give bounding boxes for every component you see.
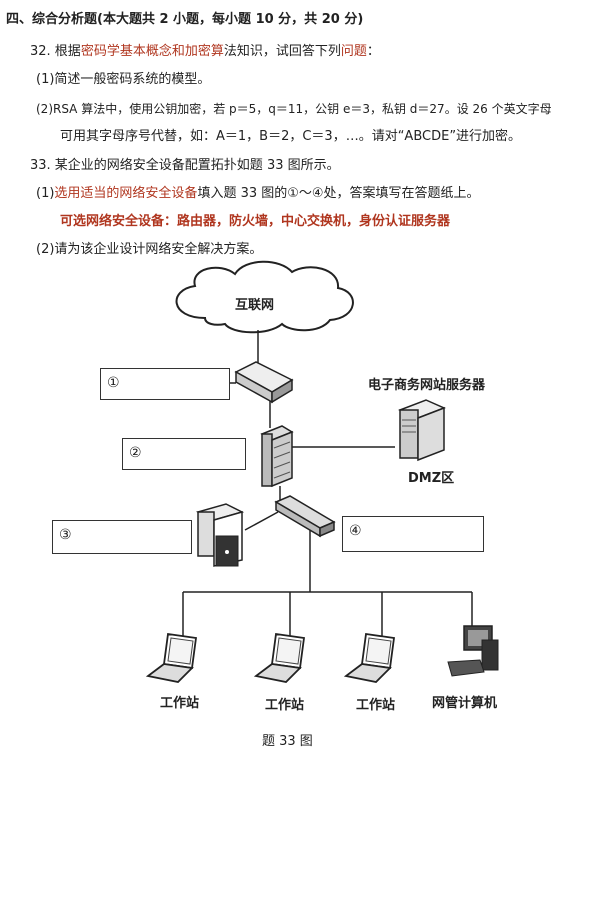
admin-computer-icon xyxy=(447,625,499,677)
slot-2-box: ② xyxy=(122,438,246,470)
slot-4-box: ④ xyxy=(342,516,484,552)
slot-3-box: ③ xyxy=(52,520,192,554)
server-label: 电子商务网站服务器 xyxy=(368,378,486,393)
auth-server-icon xyxy=(195,503,245,567)
q32-stem-mid: 法知识，试回答下列 xyxy=(223,44,341,59)
workstation-label-2: 工作站 xyxy=(265,698,305,713)
q33-part1: (1)选用适当的网络安全设备填入题 33 图的①～④处，答案填写在答题纸上。 xyxy=(36,186,480,202)
q32-part2-line2: 可用其字母序号代替，如：A＝1，B＝2，C＝3，…。请对“ABCDE”进行加密。 xyxy=(60,129,522,144)
q32-part2-line1: (2)RSA 算法中，使用公钥加密，若 p＝5，q＝11，公钥 e＝3，私钥 d… xyxy=(36,102,552,116)
q32-stem-highlight: 密码学基本概念和加密算 xyxy=(80,44,224,59)
switch-icon xyxy=(274,495,336,538)
internet-label: 互联网 xyxy=(235,298,275,313)
workstation-laptop-icon xyxy=(253,632,306,683)
q32-stem-end: ： xyxy=(366,44,380,59)
q32-stem-highlight2: 问题 xyxy=(340,44,367,59)
q33-options: 可选网络安全设备：路由器，防火墙，中心交换机，身份认证服务器 xyxy=(60,214,451,229)
web-server-icon xyxy=(398,399,446,462)
workstation-label-1: 工作站 xyxy=(160,696,200,711)
workstation-laptop-icon xyxy=(343,632,396,683)
q33-part1-highlight: 选用适当的网络安全设备 xyxy=(54,186,198,201)
connection-lines xyxy=(182,330,473,640)
q33-part1-prefix: (1) xyxy=(36,186,55,201)
q32-stem: 32. 根据密码学基本概念和加密算法知识，试回答下列问题： xyxy=(30,44,380,60)
admin-pc-label: 网管计算机 xyxy=(432,696,498,711)
firewall-icon xyxy=(260,425,294,488)
q32-part1: (1)简述一般密码系统的模型。 xyxy=(36,72,211,87)
workstation-laptop-icon xyxy=(145,632,198,683)
router-icon xyxy=(234,361,294,404)
internet-cloud-icon xyxy=(175,260,354,334)
q33-part1-rest: 填入题 33 图的①～④处，答案填写在答题纸上。 xyxy=(197,186,480,201)
workstation-label-3: 工作站 xyxy=(356,698,396,713)
figure-caption: 题 33 图 xyxy=(262,734,313,749)
q33-stem: 33. 某企业的网络安全设备配置拓扑如题 33 图所示。 xyxy=(30,158,340,173)
q32-stem-prefix: 32. 根据 xyxy=(30,44,81,59)
section-header: 四、综合分析题(本大题共 2 小题，每小题 10 分，共 20 分) xyxy=(6,12,364,27)
dmz-label: DMZ区 xyxy=(408,471,455,486)
q33-part2: (2)请为该企业设计网络安全解决方案。 xyxy=(36,242,263,257)
slot-1-box: ① xyxy=(100,368,230,400)
